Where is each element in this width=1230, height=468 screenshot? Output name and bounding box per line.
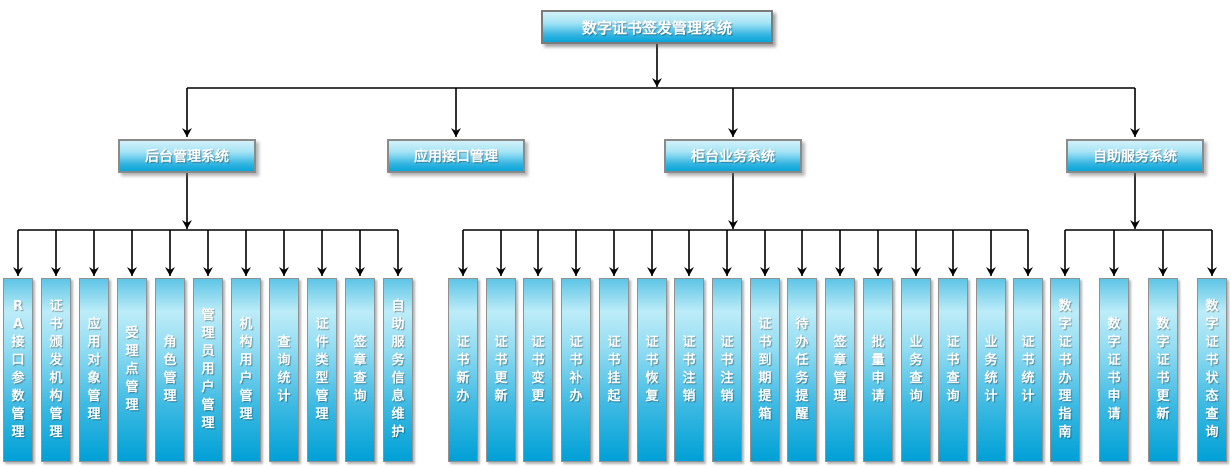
leaf-node: 机构用户管理 [231, 278, 261, 462]
branch-node-label: 后台管理系统 [145, 149, 229, 165]
leaf-node-label: 业务统计 [984, 335, 998, 404]
branch-node-label: 自助服务系统 [1093, 149, 1177, 165]
leaf-node-label: 业务查询 [909, 335, 923, 404]
leaf-node: 证书恢复 [637, 278, 667, 462]
leaf-node: 证书查询 [938, 278, 968, 462]
leaf-node: 签章查询 [345, 278, 375, 462]
leaf-node-label: 证书查询 [946, 335, 960, 404]
branch-node-counter-business: 柜台业务系统 [664, 139, 802, 173]
leaf-node-label: 证件类型管理 [315, 317, 329, 422]
leaf-node-label: 证书注销 [682, 335, 696, 404]
leaf-node-label: 证书到期提箱 [758, 317, 772, 422]
leaf-node-label: 受理点管理 [125, 326, 139, 413]
leaf-node-label: 数字证书状态查询 [1205, 299, 1219, 440]
leaf-node: 证书新办 [448, 278, 478, 462]
leaf-node: 业务统计 [976, 278, 1006, 462]
leaf-node-label: 待办任务提醒 [795, 317, 809, 422]
leaf-node-label: 证书颁发机构管理 [49, 299, 63, 440]
leaf-node-label: 批量申请 [871, 335, 885, 404]
leaf-node-label: 证书变更 [531, 335, 545, 404]
leaf-node: 数字证书更新 [1148, 278, 1178, 462]
leaf-node: 管理员用户管理 [193, 278, 223, 462]
leaf-node-label: 角色管理 [163, 335, 177, 404]
leaf-node: 数字证书申请 [1099, 278, 1129, 462]
leaf-node-label: 应用对象管理 [87, 317, 101, 422]
leaf-node: 证书补办 [561, 278, 591, 462]
leaf-node-label: 证书补办 [569, 335, 583, 404]
leaf-node: 查询统计 [269, 278, 299, 462]
leaf-node: 应用对象管理 [79, 278, 109, 462]
leaf-node-label: 管理员用户管理 [201, 308, 215, 431]
leaf-node-label: RA接口参数管理 [11, 299, 25, 440]
leaf-node: 证书统计 [1013, 278, 1043, 462]
leaf-node: 证书到期提箱 [750, 278, 780, 462]
leaf-node: 证书挂起 [599, 278, 629, 462]
leaf-node: 证书颁发机构管理 [41, 278, 71, 462]
leaf-node: 证书注销 [674, 278, 704, 462]
leaf-node: 证件类型管理 [307, 278, 337, 462]
leaf-node: 自助服务信息维护 [383, 278, 413, 462]
leaf-node-label: 数字证书更新 [1156, 317, 1170, 422]
leaf-node: 数字证书状态查询 [1197, 278, 1227, 462]
leaf-node-label: 签章查询 [353, 335, 367, 404]
leaf-node: 签章管理 [825, 278, 855, 462]
root-node-label: 数字证书签发管理系统 [581, 18, 732, 37]
leaf-node-label: 查询统计 [277, 335, 291, 404]
leaf-node: 批量申请 [863, 278, 893, 462]
leaf-node: 证书更新 [486, 278, 516, 462]
leaf-node-label: 证书更新 [494, 335, 508, 404]
branch-node-api-interface: 应用接口管理 [387, 139, 525, 173]
leaf-node-label: 机构用户管理 [239, 317, 253, 422]
branch-node-self-service: 自助服务系统 [1066, 139, 1204, 173]
leaf-node-label: 数字证书办理指南 [1058, 299, 1072, 440]
leaf-node-label: 证书恢复 [645, 335, 659, 404]
leaf-node-label: 证书挂起 [607, 335, 621, 404]
leaf-node: 证书注销 [712, 278, 742, 462]
branch-node-backend: 后台管理系统 [118, 139, 256, 173]
leaf-node-label: 证书统计 [1021, 335, 1035, 404]
leaf-node: 待办任务提醒 [787, 278, 817, 462]
leaf-node: 受理点管理 [117, 278, 147, 462]
root-node: 数字证书签发管理系统 [541, 10, 773, 44]
leaf-node: 业务查询 [901, 278, 931, 462]
leaf-node: 数字证书办理指南 [1050, 278, 1080, 462]
leaf-node: RA接口参数管理 [3, 278, 33, 462]
leaf-node-label: 证书注销 [720, 335, 734, 404]
leaf-node-label: 签章管理 [833, 335, 847, 404]
leaf-node-label: 数字证书申请 [1107, 317, 1121, 422]
leaf-node: 角色管理 [155, 278, 185, 462]
branch-node-label: 应用接口管理 [414, 149, 498, 165]
leaf-node: 证书变更 [523, 278, 553, 462]
leaf-node-label: 自助服务信息维护 [391, 299, 405, 440]
branch-node-label: 柜台业务系统 [691, 149, 775, 165]
leaf-node-label: 证书新办 [456, 335, 470, 404]
